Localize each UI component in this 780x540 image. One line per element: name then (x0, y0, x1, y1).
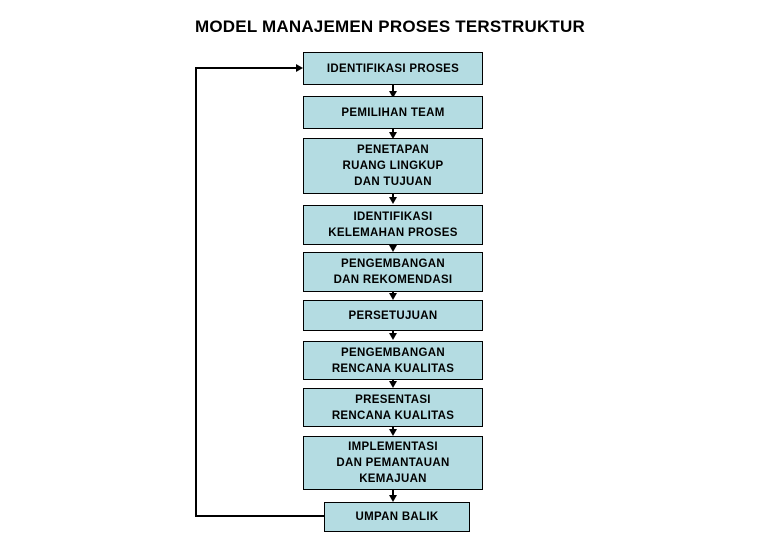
flow-node-label: DAN TUJUAN (354, 176, 432, 188)
flow-node-pemilihan-team[interactable]: PEMILIHAN TEAM (303, 96, 483, 129)
flow-node-label: KELEMAHAN PROSES (328, 227, 458, 239)
flow-node-label: PENETAPAN (357, 144, 429, 156)
flow-node-identifikasi-kelemahan-proses[interactable]: IDENTIFIKASI KELEMAHAN PROSES (303, 205, 483, 245)
page-title: MODEL MANAJEMEN PROSES TERSTRUKTUR (195, 17, 585, 36)
flow-node-label: DAN PEMANTAUAN (336, 457, 450, 469)
feedback-loop-bottom-segment (195, 515, 325, 517)
flow-node-identifikasi-proses[interactable]: IDENTIFIKASI PROSES (303, 52, 483, 85)
flow-arrow-9 (389, 490, 397, 502)
flow-node-pengembangan-rencana-kualitas[interactable]: PENGEMBANGAN RENCANA KUALITAS (303, 341, 483, 380)
flow-node-label: PENGEMBANGAN (341, 258, 445, 270)
flow-node-label: PEMILIHAN TEAM (341, 106, 445, 119)
flow-arrow-3 (389, 194, 397, 204)
flow-node-label: UMPAN BALIK (355, 511, 439, 523)
feedback-loop-left-segment (195, 67, 197, 517)
flow-node-label: IDENTIFIKASI (353, 211, 433, 223)
flow-arrow-7 (389, 380, 397, 388)
flow-node-label: DAN REKOMENDASI (333, 274, 453, 286)
flow-node-label: PRESENTASI (355, 393, 431, 406)
flow-arrow-5 (389, 292, 397, 300)
flow-arrow-4 (389, 245, 397, 252)
flow-node-label: RENCANA KUALITAS (331, 409, 455, 422)
flow-node-label: RENCANA KUALITAS (331, 362, 455, 375)
flow-arrow-2 (389, 129, 397, 139)
flow-node-persetujuan[interactable]: PERSETUJUAN (303, 300, 483, 331)
flow-node-label: PENGEMBANGAN (341, 346, 445, 359)
flow-node-label: KEMAJUAN (359, 473, 427, 485)
flow-node-label: PERSETUJUAN (348, 309, 438, 322)
flow-node-umpan-balik[interactable]: UMPAN BALIK (324, 502, 470, 532)
feedback-loop-arrowhead-icon (296, 64, 303, 72)
flow-arrow-6 (389, 331, 397, 340)
flow-node-presentasi-rencana-kualitas[interactable]: PRESENTASI RENCANA KUALITAS (303, 388, 483, 427)
flow-node-label: IMPLEMENTASI (348, 441, 438, 453)
flow-arrow-8 (389, 427, 397, 436)
flow-node-implementasi-dan-pemantauan-kemajuan[interactable]: IMPLEMENTASI DAN PEMANTAUAN KEMAJUAN (303, 436, 483, 490)
flow-node-penetapan-ruang-lingkup-dan-tujuan[interactable]: PENETAPAN RUANG LINGKUP DAN TUJUAN (303, 138, 483, 194)
flow-node-label: IDENTIFIKASI PROSES (326, 62, 460, 75)
flow-node-pengembangan-dan-rekomendasi[interactable]: PENGEMBANGAN DAN REKOMENDASI (303, 252, 483, 292)
feedback-loop-top-segment (195, 67, 296, 69)
flow-arrow-1 (389, 85, 397, 98)
flow-node-label: RUANG LINGKUP (342, 160, 444, 172)
